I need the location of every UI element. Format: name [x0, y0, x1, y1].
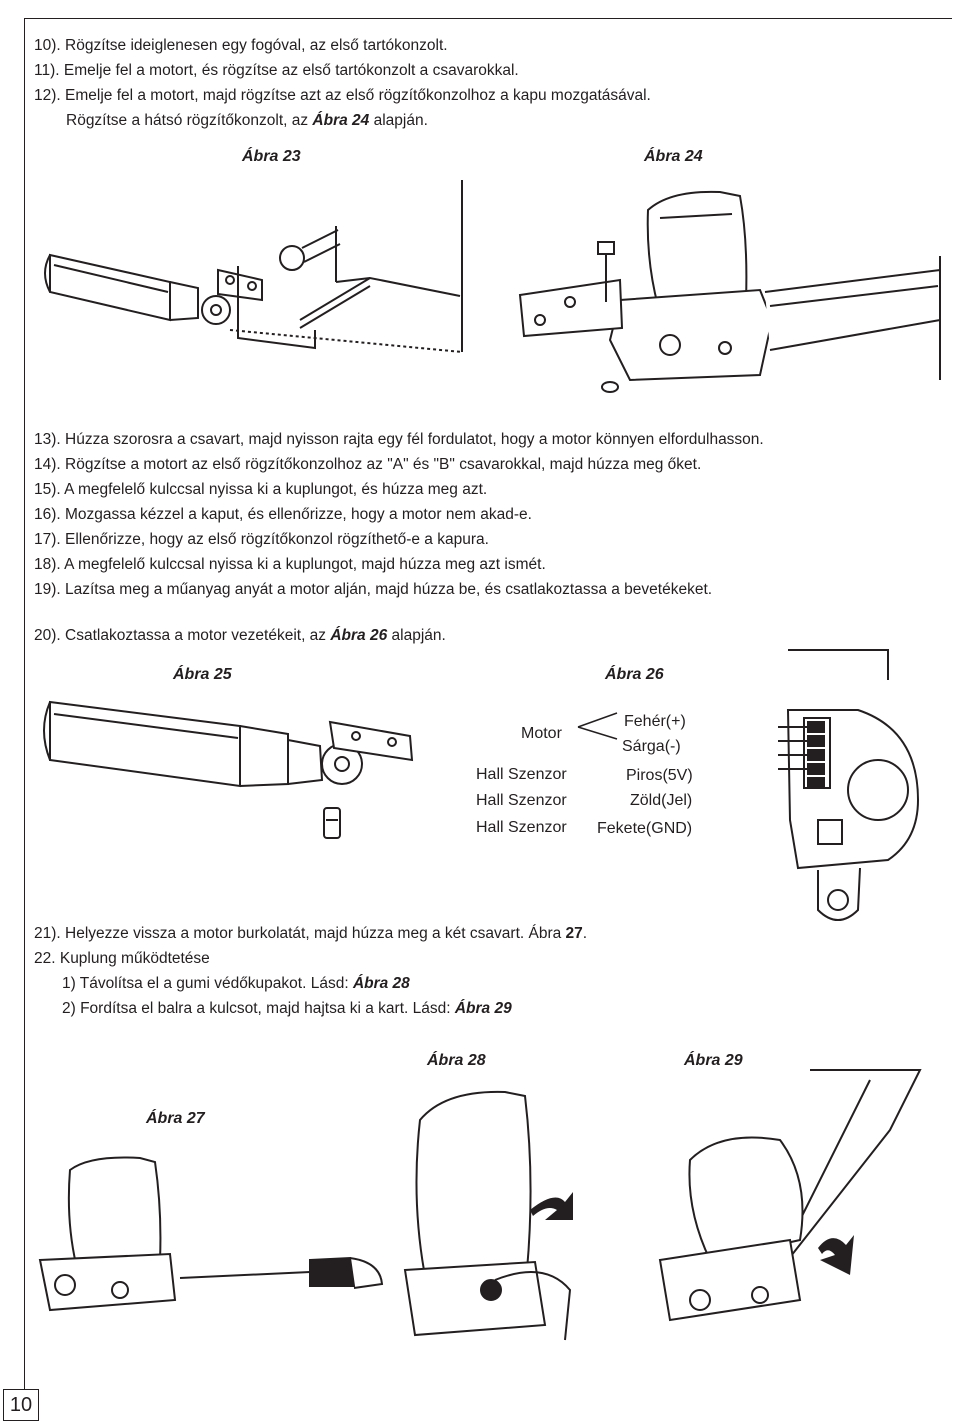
step-21: 21). Helyezze vissza a motor burkolatát,…: [34, 924, 587, 944]
wiring-green: Zöld(Jel): [630, 792, 693, 809]
wiring-black: Fekete(GND): [597, 820, 693, 837]
step-20: 20). Csatlakoztassa a motor vezetékeit, …: [34, 626, 446, 646]
figure-25-caption: Ábra 25: [173, 666, 232, 683]
page-number: 10: [3, 1389, 39, 1421]
figure-ref: Ábra 24: [312, 112, 370, 129]
figure-24-caption: Ábra 24: [644, 148, 703, 165]
terminal-board-illustration: [778, 649, 920, 921]
wiring-red: Piros(5V): [626, 767, 693, 784]
figure-25-illustration: [43, 700, 414, 839]
wiring-hall-sensor-3: Hall Szenzor: [476, 819, 567, 836]
step-10: 10). Rögzítse ideiglenesen egy fogóval, …: [34, 37, 448, 54]
step-22-2-pre: 2) Fordítsa el balra a kulcsot, majd haj…: [62, 1000, 455, 1017]
wiring-hall-sensor-1: Hall Szenzor: [476, 766, 567, 783]
wiring-yellow: Sárga(-): [622, 738, 681, 755]
wiring-white: Fehér(+): [624, 713, 686, 730]
wiring-motor: Motor: [521, 725, 562, 742]
figure-27-illustration: [38, 1156, 384, 1312]
figure-28-caption: Ábra 28: [427, 1052, 486, 1069]
step-18: 18). A megfelelő kulccsal nyissa ki a ku…: [34, 556, 546, 573]
step-22-1: 1) Távolítsa el a gumi védőkupakot. Lásd…: [62, 974, 410, 994]
step-15: 15). A megfelelő kulccsal nyissa ki a ku…: [34, 481, 488, 498]
step-12-cont-pre: Rögzítse a hátsó rögzítőkonzolt, az: [66, 112, 313, 129]
step-22: 22. Kuplung működtetése: [34, 950, 210, 967]
step-13: 13). Húzza szorosra a csavart, majd nyis…: [34, 431, 764, 448]
step-20-pre: 20). Csatlakoztassa a motor vezetékeit, …: [34, 627, 331, 644]
wiring-bracket-lines: [577, 712, 618, 740]
figure-ref: Ábra 29: [454, 1000, 512, 1017]
figure-23-caption: Ábra 23: [242, 148, 301, 165]
figure-23-illustration: [44, 180, 463, 353]
step-14: 14). Rögzítse a motort az első rögzítőko…: [34, 456, 702, 473]
step-22-1-pre: 1) Távolítsa el a gumi védőkupakot. Lásd…: [62, 975, 353, 992]
figure-27-caption: Ábra 27: [146, 1110, 205, 1127]
figure-29-illustration: [658, 1069, 922, 1322]
figure-ref: 27: [565, 925, 583, 942]
page-frame: [24, 18, 952, 1418]
figure-28-illustration: [403, 1090, 573, 1341]
figure-ref: Ábra 28: [352, 975, 410, 992]
step-19: 19). Lazítsa meg a műanyag anyát a motor…: [34, 581, 713, 598]
step-21-pre: 21). Helyezze vissza a motor burkolatát,…: [34, 925, 566, 942]
step-20-post: alapján.: [387, 627, 446, 644]
step-11: 11). Emelje fel a motort, és rögzítse az…: [34, 62, 519, 79]
step-21-post: .: [582, 925, 588, 942]
step-12: 12). Emelje fel a motort, majd rögzítse …: [34, 87, 651, 104]
step-22-2: 2) Fordítsa el balra a kulcsot, majd haj…: [62, 999, 512, 1019]
figure-24-illustration: [518, 190, 941, 393]
step-17: 17). Ellenőrizze, hogy az első rögzítőko…: [34, 531, 489, 548]
figure-26-caption: Ábra 26: [605, 666, 664, 683]
figure-ref: Ábra 26: [330, 627, 388, 644]
figure-29-caption: Ábra 29: [684, 1052, 743, 1069]
step-12-continuation: Rögzítse a hátsó rögzítőkonzolt, az Ábra…: [66, 111, 428, 131]
step-12-cont-post: alapján.: [369, 112, 428, 129]
wiring-hall-sensor-2: Hall Szenzor: [476, 792, 567, 809]
step-16: 16). Mozgassa kézzel a kaput, és ellenőr…: [34, 506, 532, 523]
